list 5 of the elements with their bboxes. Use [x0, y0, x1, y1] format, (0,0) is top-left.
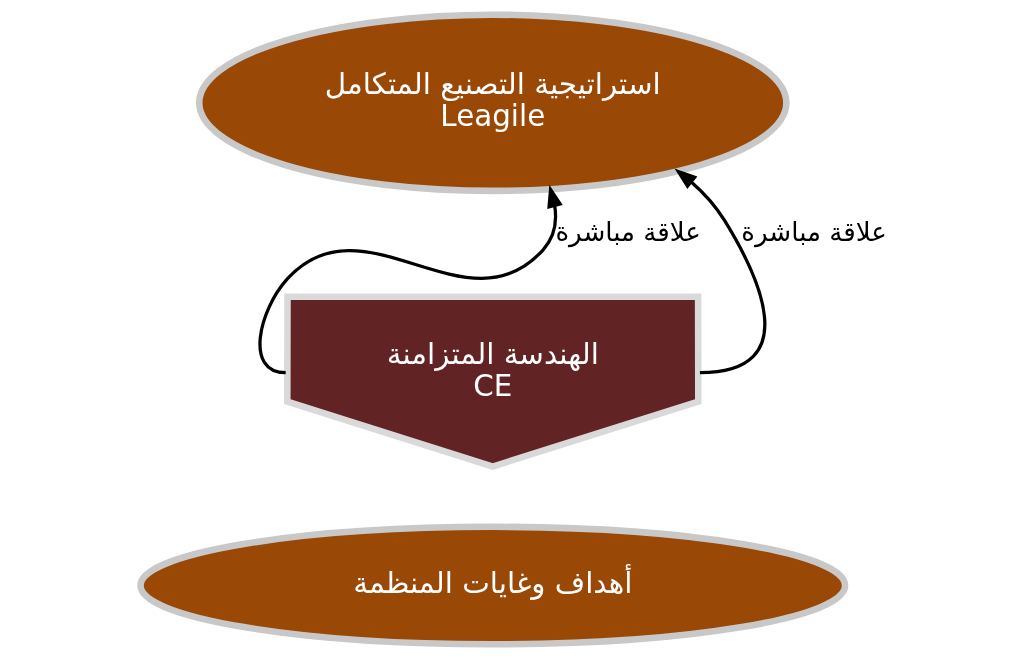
node-ellipse: أهداف وغايات المنظمة — [137, 523, 849, 648]
arrow — [674, 168, 767, 375]
arrow — [258, 184, 563, 375]
edge-label: علاقة مباشرة — [741, 217, 887, 248]
edge-label: علاقة مباشرة — [555, 217, 701, 248]
